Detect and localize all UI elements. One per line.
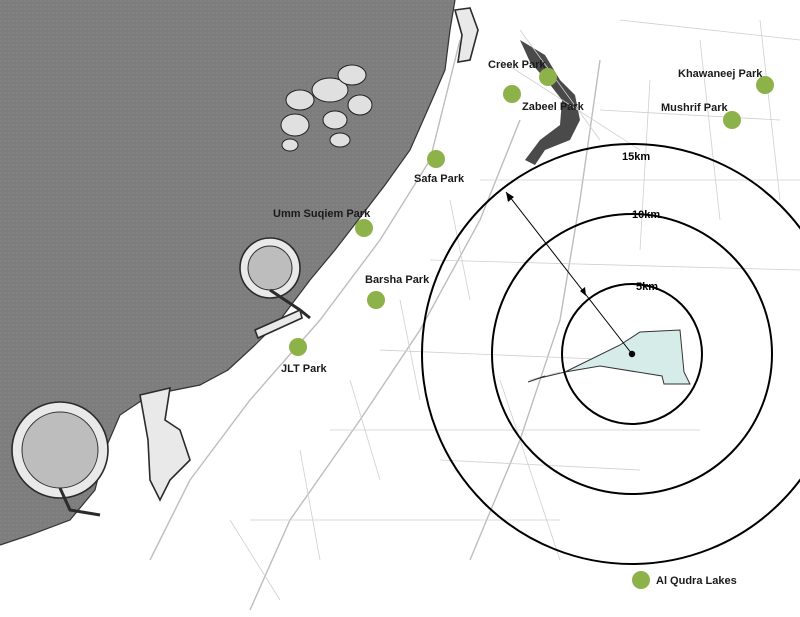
ring-label-5km: 5km xyxy=(636,281,658,293)
park-label-khawaneej: Khawaneej Park xyxy=(678,68,763,80)
park-marker-jlt[interactable] xyxy=(289,338,307,356)
ring-label-15km: 15km xyxy=(622,151,650,163)
al-qudra-lake-tail xyxy=(527,371,566,383)
dubai-marina-strip xyxy=(253,308,303,340)
port-rashid xyxy=(453,7,479,63)
park-label-mushrif: Mushrif Park xyxy=(661,102,729,114)
ring-10km xyxy=(491,213,773,495)
park-label-umm-suqiem: Umm Suqiem Park xyxy=(273,208,371,220)
park-marker-creek[interactable] xyxy=(539,68,557,86)
park-label-creek: Creek Park xyxy=(488,59,546,71)
park-label-zabeel: Zabeel Park xyxy=(522,101,585,113)
al-qudra-lakes-area xyxy=(564,329,691,385)
park-label-barsha: Barsha Park xyxy=(365,274,430,286)
park-label-jlt: JLT Park xyxy=(281,363,328,375)
world-islands xyxy=(280,64,373,152)
legend: Al Qudra Lakes xyxy=(632,571,737,589)
park-marker-khawaneej[interactable] xyxy=(756,76,774,94)
park-marker-umm-suqiem[interactable] xyxy=(355,219,373,237)
park-marker-barsha[interactable] xyxy=(367,291,385,309)
park-label-safa: Safa Park xyxy=(414,173,465,185)
green-circle-icon xyxy=(632,571,650,589)
radius-arrow-head xyxy=(506,192,514,202)
radius-arrow-head-mid xyxy=(580,287,586,296)
dubai-creek xyxy=(520,40,580,165)
jebel-ali-port xyxy=(139,386,191,502)
radius-arrow-line xyxy=(505,191,633,355)
ring-label-10km: 10km xyxy=(632,209,660,221)
park-marker-mushrif[interactable] xyxy=(723,111,741,129)
palm-jebel-ali xyxy=(11,401,109,517)
ring-15km xyxy=(421,143,800,565)
palm-jumeirah xyxy=(239,237,311,320)
park-marker-zabeel[interactable] xyxy=(503,85,521,103)
center-point xyxy=(628,350,636,358)
park-marker-safa[interactable] xyxy=(427,150,445,168)
ring-5km xyxy=(561,283,703,425)
legend-label: Al Qudra Lakes xyxy=(656,575,737,587)
